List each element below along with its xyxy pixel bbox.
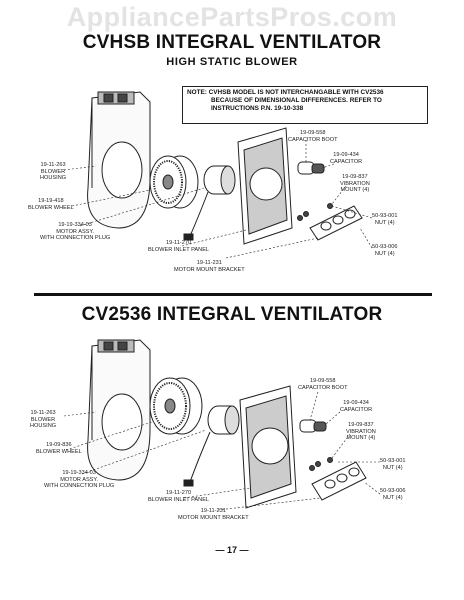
part-description: VIBRATION: [340, 180, 370, 187]
label-blower-housing: 19-11-263 BLOWER HOUSING: [30, 410, 56, 430]
section-divider: [34, 293, 432, 296]
part-description: MOUNT (4): [340, 187, 370, 194]
label-blower-housing: 19-11-263 BLOWER HOUSING: [40, 162, 66, 182]
page-number: — 17 —: [215, 545, 249, 555]
motor-shape: [183, 165, 236, 241]
part-number: 19-19-334-03: [62, 470, 96, 476]
exploded-diagram-cv2536: [63, 339, 381, 511]
label-capacitor-boot: 19-09-558 CAPACITOR BOOT: [298, 378, 348, 391]
interchangeability-note: NOTE: CVHSB MODEL IS NOT INTERCHANGABLE …: [182, 86, 428, 124]
part-description: BLOWER INLET PANEL: [148, 246, 210, 253]
part-number: 19-19-418: [38, 198, 64, 204]
vibration-mount-shape: [297, 203, 333, 221]
label-blower-wheel: 19-19-418 BLOWER WHEEL: [28, 198, 74, 211]
part-number: 19-19-334-03: [58, 222, 92, 228]
label-motor-assy: 19-19-334-03 MOTOR ASSY. WITH CONNECTION…: [44, 470, 114, 490]
note-line: NOTE: CVHSB MODEL IS NOT INTERCHANGABLE …: [187, 89, 384, 96]
label-nut-50-93-006: 50-93-006 NUT (4): [372, 244, 398, 257]
inlet-panel-shape: [237, 127, 293, 245]
part-number: 50-93-006: [380, 488, 406, 494]
exploded-diagram-cvhsb: [63, 91, 373, 259]
part-number: 50-93-006: [372, 244, 398, 250]
part-description: CAPACITOR BOOT: [298, 384, 348, 391]
capacitor-shape: [299, 419, 327, 433]
capacitor-shape: [297, 161, 325, 175]
part-description: WITH CONNECTION PLUG: [44, 483, 115, 490]
part-number: 50-93-001: [380, 458, 406, 464]
note-line: INSTRUCTIONS P.N. 19-10-338: [211, 105, 304, 112]
label-motor-mount-bracket: 19-11-231 MOTOR MOUNT BRACKET: [174, 260, 245, 273]
label-blower-inlet-panel: 19-11-270 BLOWER INLET PANEL: [148, 240, 209, 253]
leader-lines: [63, 391, 381, 511]
label-capacitor: 19-09-434 CAPACITOR: [330, 152, 362, 165]
part-number: 19-09-434: [343, 400, 369, 406]
part-number: 50-93-001: [372, 213, 398, 219]
part-description: HOUSING: [40, 175, 67, 182]
part-number: 19-11-231: [200, 508, 226, 514]
part-description: CAPACITOR: [330, 158, 363, 165]
part-number: 19-09-837: [348, 422, 374, 428]
part-description: BLOWER WHEEL: [36, 448, 82, 455]
blower-housing-shape: [87, 91, 151, 229]
part-number: 19-11-270: [165, 490, 192, 496]
part-number: 19-11-263: [40, 162, 66, 168]
part-description: MOTOR ASSY.: [60, 476, 98, 483]
note-line: BECAUSE OF DIMENSIONAL DIFFERENCES. REFE…: [211, 97, 382, 104]
part-description: NUT (4): [374, 219, 395, 226]
part-description: NUT (4): [382, 494, 403, 501]
part-description: WITH CONNECTION PLUG: [40, 235, 111, 242]
part-number: 19-11-263: [30, 410, 56, 416]
label-vibration-mount: 19-09-837 VIBRATION MOUNT (4): [346, 422, 376, 442]
label-nut-50-93-001: 50-93-001 NUT (4): [372, 213, 398, 226]
part-description: BLOWER: [30, 416, 56, 423]
inlet-panel-shape: [239, 385, 297, 509]
label-vibration-mount: 19-09-837 VIBRATION MOUNT (4): [340, 174, 370, 194]
motor-mount-bracket-shape: [311, 461, 367, 501]
part-description: BLOWER INLET PANEL: [148, 496, 210, 503]
label-nut-50-93-001: 50-93-001 NUT (4): [380, 458, 406, 471]
part-description: BLOWER WHEEL: [28, 204, 74, 211]
label-motor-mount-bracket: 19-11-231 MOTOR MOUNT BRACKET: [178, 508, 249, 521]
part-number: 19-11-231: [196, 260, 222, 266]
part-description: MOTOR MOUNT BRACKET: [174, 266, 245, 273]
label-blower-inlet-panel: 19-11-270 BLOWER INLET PANEL: [148, 490, 209, 503]
section2-title: CV2536 INTEGRAL VENTILATOR: [81, 304, 383, 325]
label-capacitor: 19-09-434 CAPACITOR: [340, 400, 372, 413]
part-description: CAPACITOR: [340, 406, 373, 413]
section1-title: CVHSB INTEGRAL VENTILATOR: [82, 32, 382, 53]
section1-subtitle: HIGH STATIC BLOWER: [166, 56, 298, 68]
vibration-mount-shape: [309, 457, 333, 471]
blower-wheel-shape: [149, 377, 203, 435]
part-description: BLOWER: [40, 168, 66, 175]
part-description: MOUNT (4): [346, 435, 376, 442]
part-description: NUT (4): [374, 250, 395, 257]
part-description: MOTOR ASSY.: [56, 228, 94, 235]
part-number: 19-09-837: [342, 174, 368, 180]
part-number: 19-09-836: [46, 442, 72, 448]
part-description: MOTOR MOUNT BRACKET: [178, 514, 249, 521]
label-motor-assy: 19-19-334-03 MOTOR ASSY. WITH CONNECTION…: [40, 222, 110, 242]
label-blower-wheel: 19-09-836 BLOWER WHEEL: [36, 442, 82, 455]
label-capacitor-boot: 19-09-558 CAPACITOR BOOT: [288, 130, 338, 143]
part-description: NUT (4): [382, 464, 403, 471]
part-description: CAPACITOR BOOT: [288, 136, 338, 143]
part-number: 19-09-558: [310, 378, 336, 384]
part-number: 19-09-434: [333, 152, 359, 158]
part-number: 19-11-270: [165, 240, 192, 246]
part-description: HOUSING: [30, 423, 57, 430]
watermark: AppliancePartsPros.com: [66, 2, 398, 32]
motor-shape: [183, 405, 240, 487]
label-nut-50-93-006: 50-93-006 NUT (4): [380, 488, 406, 501]
motor-mount-bracket-shape: [309, 205, 363, 241]
part-number: 19-09-558: [300, 130, 326, 136]
blower-wheel-shape: [149, 155, 199, 209]
blower-housing-shape: [87, 339, 151, 481]
part-description: VIBRATION: [346, 428, 376, 435]
leader-lines: [63, 140, 373, 259]
